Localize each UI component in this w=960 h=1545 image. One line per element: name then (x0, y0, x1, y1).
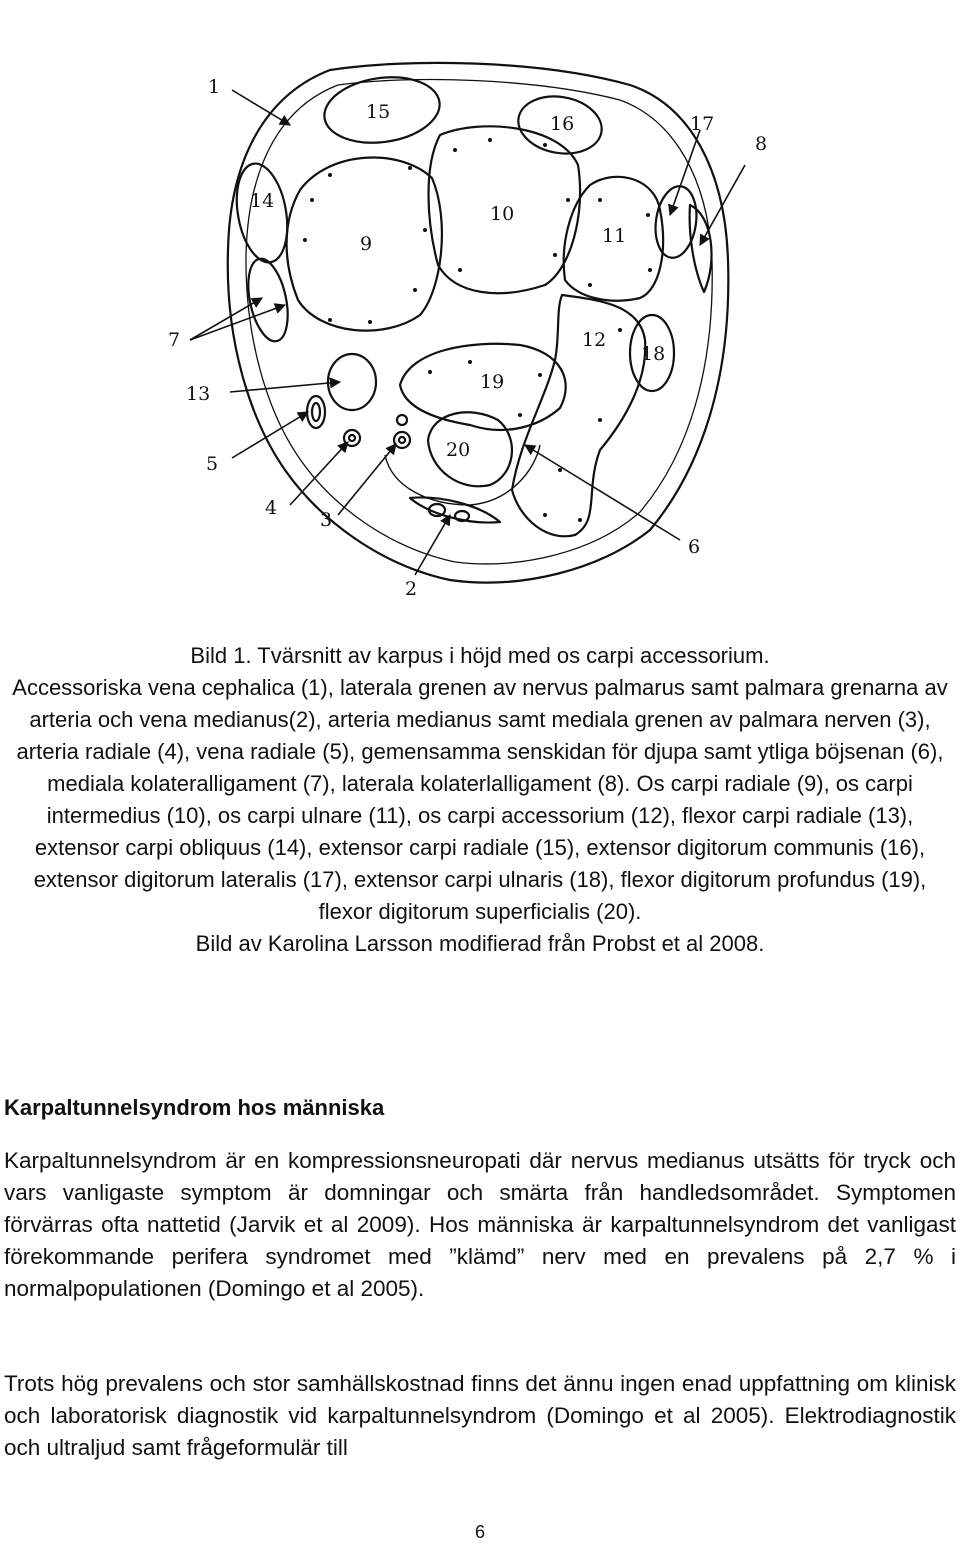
bone-9-radiale (285, 156, 444, 332)
figure-caption: Bild 1. Tvärsnitt av karpus i höjd med o… (0, 640, 960, 960)
tendon-20-superficialis (426, 411, 513, 488)
label-3: 3 (320, 509, 332, 531)
section-paragraph-1: Karpaltunnelsyndrom är en kompressionsne… (4, 1148, 956, 1301)
label-4: 4 (265, 497, 277, 519)
label-11: 11 (602, 225, 626, 247)
tendon-15-shape (323, 76, 441, 144)
vessel-2-shape (408, 496, 502, 524)
pointer-4 (289, 441, 349, 506)
label-8: 8 (755, 133, 767, 155)
tendon-18-shape (628, 313, 676, 393)
tendon-16-shape (517, 95, 603, 155)
section-heading: Karpaltunnelsyndrom hos människa (4, 1095, 385, 1120)
pointer-8 (699, 164, 746, 246)
carpus-cross-section-figure: 1 15 16 17 8 14 10 9 11 7 12 18 13 19 5 … (168, 61, 767, 600)
pointer-5 (231, 411, 309, 459)
vessel-3-shape (392, 413, 412, 450)
label-14: 14 (250, 190, 274, 212)
tendon-14-shape (235, 162, 289, 264)
label-17: 17 (690, 113, 714, 135)
caption-credit: Bild av Karolina Larsson modifierad från… (195, 931, 765, 956)
caption-body: Accessoriska vena cephalica (1), lateral… (12, 675, 948, 924)
inner-fascia-outline (245, 78, 713, 565)
tendon-17-shape (654, 185, 698, 259)
label-9: 9 (360, 233, 372, 255)
label-19: 19 (480, 371, 504, 393)
label-1: 1 (208, 76, 220, 98)
label-6: 6 (688, 536, 700, 558)
label-13: 13 (186, 383, 210, 405)
pointer-1 (231, 89, 291, 126)
tendon-13-shape (326, 352, 378, 412)
label-7: 7 (168, 329, 180, 351)
label-2: 2 (405, 578, 417, 600)
pointer-7 (189, 297, 263, 341)
figure-labels: 1 15 16 17 8 14 10 9 11 7 12 18 13 19 5 … (168, 76, 767, 600)
tendon-sheath-6-outline (384, 444, 541, 506)
bone-10-intermedius (427, 125, 582, 295)
outer-skin-outline (226, 61, 730, 584)
section-paragraph-2: Trots hög prevalens och stor samhällskos… (4, 1371, 956, 1460)
label-10: 10 (490, 203, 514, 225)
bone-12-accessorium (510, 293, 647, 538)
page-number: 6 (474, 1522, 485, 1542)
vessel-5-shape (305, 394, 327, 430)
label-12: 12 (582, 329, 606, 351)
pointer-7b (189, 303, 287, 341)
pointer-13 (229, 377, 342, 393)
tendon-19-profundus (398, 342, 567, 431)
vessel-4-shape (342, 428, 362, 448)
bone-stipple-dots (303, 138, 652, 522)
label-16: 16 (550, 113, 574, 135)
label-20: 20 (446, 439, 470, 461)
pointer-6 (524, 444, 681, 541)
pointer-3 (337, 443, 397, 516)
caption-title: Bild 1. Tvärsnitt av karpus i höjd med o… (190, 643, 770, 668)
ligament-7-shape (247, 257, 289, 343)
label-15: 15 (366, 101, 390, 123)
bone-11-ulnare (562, 175, 665, 302)
pointer-17 (668, 129, 701, 217)
ligament-8-shape (688, 203, 713, 294)
label-5: 5 (206, 453, 218, 475)
pointer-2 (414, 514, 451, 576)
label-18: 18 (641, 343, 665, 365)
